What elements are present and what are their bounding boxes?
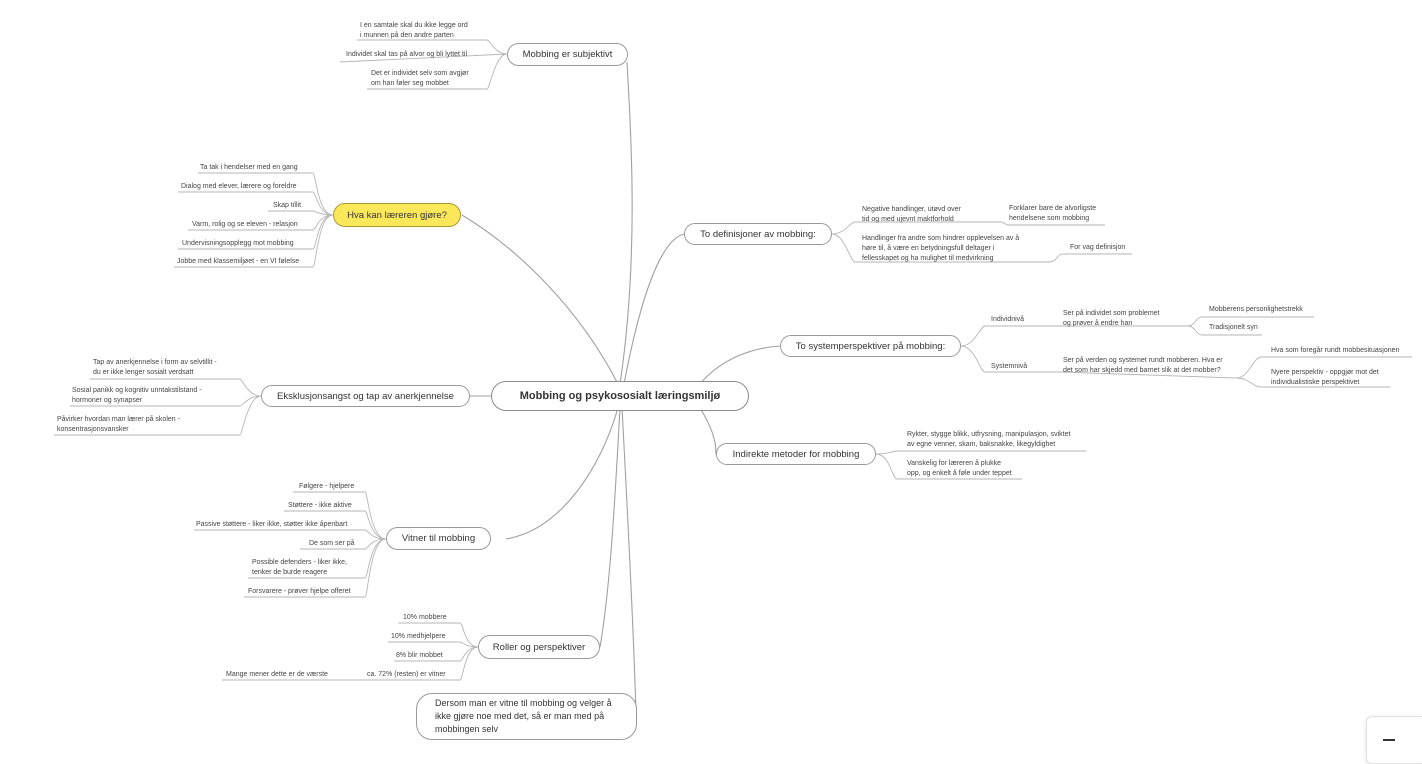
topic-vitner-til-mobbing[interactable]: Vitner til mobbing: [386, 527, 491, 550]
subtopic-label[interactable]: Følgere - hjelpere: [299, 483, 355, 490]
subtopic-label[interactable]: 10% mobbere: [403, 614, 447, 621]
minus-icon[interactable]: [1383, 739, 1395, 741]
subtopic-label[interactable]: For vag definisjon: [1070, 244, 1126, 251]
branch-line: [623, 233, 685, 385]
topic-eksklusjonsangst[interactable]: Eksklusjonsangst og tap av anerkjennelse: [261, 385, 470, 407]
subtopic-label[interactable]: Ser på verden og systemet rundt mobberen…: [1063, 357, 1223, 374]
subtopic-label[interactable]: ca. 72% (resten) er vitner: [367, 671, 446, 678]
subtopic-label[interactable]: Individnivå: [991, 316, 1025, 323]
subtopic-label[interactable]: Systemnivå: [991, 363, 1028, 370]
subtopic-label[interactable]: Jobbe med klassemiljøet - en VI følelse: [177, 258, 300, 265]
subtopic-label[interactable]: Hva som foregår rundt mobbesituasjonen: [1271, 347, 1400, 354]
subtopic-label[interactable]: Tradisjonelt syn: [1209, 324, 1258, 331]
branch-line: [619, 61, 633, 385]
subtopic-label[interactable]: 8% blir mobbet: [396, 652, 443, 659]
subtopic-label[interactable]: Skap tillit: [273, 202, 302, 209]
branch-line: [621, 407, 637, 716]
subtopic-label[interactable]: Undervisningsopplegg mot mobbing: [182, 240, 294, 247]
zoom-control: [1366, 716, 1422, 764]
subtopic-label[interactable]: 10% medhjelpere: [391, 633, 446, 640]
subtopic-label[interactable]: Passive støttere - liker ikke, støtter i…: [196, 521, 348, 528]
branch-line: [461, 214, 619, 385]
subtopic-label[interactable]: Tap av anerkjennelse i form av selvtilli…: [93, 359, 217, 376]
topic-indirekte-metoder[interactable]: Indirekte metoder for mobbing: [716, 443, 876, 465]
subtopic-label[interactable]: Dialog med elever, lærere og foreldre: [181, 183, 297, 190]
branch-line: [505, 407, 619, 540]
topic-roller-og-perspektiver[interactable]: Roller og perspektiver: [478, 635, 600, 659]
topic-to-systemperspektiver[interactable]: To systemperspektiver på mobbing:: [780, 335, 961, 357]
subtopic-label[interactable]: Rykter, stygge blikk, utfrysning, manipu…: [907, 431, 1071, 448]
subtopic-label[interactable]: Handlinger fra andre som hindrer oppleve…: [862, 235, 1020, 262]
topic-dersom-man-er-vitne[interactable]: Dersom man er vitne til mobbing og velge…: [416, 693, 637, 740]
subtopic-label[interactable]: Varm, rolig og se eleven - relasjon: [192, 221, 298, 228]
central-topic[interactable]: Mobbing og psykososialt læringsmiljø: [491, 381, 749, 411]
subtopic-label[interactable]: Mobberens personlighetstrekk: [1209, 306, 1303, 313]
topic-hva-kan-laereren-gjore[interactable]: Hva kan læreren gjøre?: [333, 203, 461, 227]
branch-line: [699, 345, 781, 385]
topic-to-definisjoner[interactable]: To definisjoner av mobbing:: [684, 223, 832, 245]
subtopic-label[interactable]: De som ser på: [309, 540, 355, 547]
branch-line: [599, 407, 621, 648]
subtopic-label[interactable]: Forsvarere - prøver hjelpe offeret: [248, 588, 351, 595]
subtopic-label[interactable]: Ta tak i hendelser med en gang: [200, 164, 298, 171]
topic-mobbing-er-subjektivt[interactable]: Mobbing er subjektivt: [507, 43, 628, 66]
subtopic-label[interactable]: Påvirker hvordan man lærer på skolen -ko…: [57, 416, 180, 433]
subtopic-label[interactable]: Possible defenders - liker ikke,tenker d…: [252, 559, 347, 576]
subtopic-label[interactable]: Mange mener dette er de værste: [226, 671, 328, 678]
branch-line: [699, 407, 717, 455]
subtopic-label[interactable]: Støttere - ikke aktive: [288, 502, 352, 509]
subtopic-label[interactable]: Sosial panikk og kognitiv unntakstilstan…: [72, 387, 202, 404]
subtopic-label[interactable]: Individet skal tas på alvor og bli lytte…: [346, 51, 468, 58]
